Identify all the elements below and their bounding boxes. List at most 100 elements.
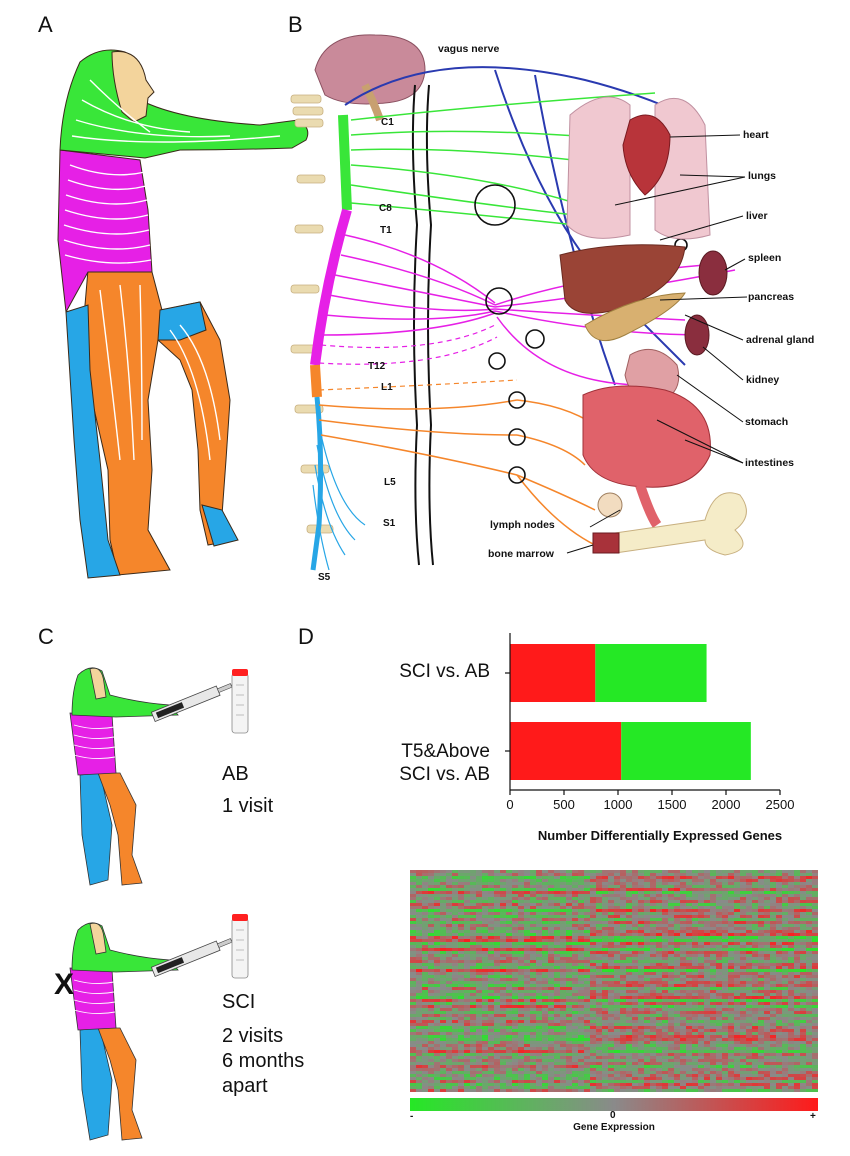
heatmap-cell [710,1005,717,1009]
heatmap-cell [506,1005,513,1009]
heatmap-cell [476,930,483,934]
heatmap-cell [632,921,639,925]
heatmap-cell [596,1047,603,1051]
heatmap-cell [434,888,441,892]
heatmap-cell [464,924,471,928]
heatmap-cell [560,990,567,994]
heatmap-cell [410,987,417,991]
heatmap-cell [698,870,705,874]
heatmap-cell [506,978,513,982]
heatmap-cell [518,1011,525,1015]
heatmap-cell [572,924,579,928]
heatmap-cell [626,936,633,940]
heatmap-cell [632,1080,639,1084]
heatmap-cell [722,966,729,970]
heatmap-cell [434,981,441,985]
heatmap-cell [524,1023,531,1027]
heatmap-cell [752,909,759,913]
heatmap-cell [620,1038,627,1042]
heatmap-cell [416,993,423,997]
heatmap-cell [590,912,597,916]
heatmap-cell [668,942,675,946]
heatmap-cell [536,1083,543,1087]
heatmap-cell [542,927,549,931]
heatmap-cell [656,963,663,967]
heatmap-cell [614,978,621,982]
heatmap-cell [572,951,579,955]
heatmap-cell [410,873,417,877]
heatmap-cell [500,942,507,946]
heatmap-cell [440,870,447,874]
heatmap-cell [800,945,807,949]
heatmap-cell [518,1020,525,1024]
heatmap-cell [656,975,663,979]
heatmap-cell [752,942,759,946]
heatmap-cell [776,900,783,904]
heatmap-cell [746,981,753,985]
heatmap-cell [488,885,495,889]
heatmap-cell [536,948,543,952]
heatmap-cell [584,918,591,922]
heatmap-cell [578,933,585,937]
heatmap-cell [464,981,471,985]
heatmap-cell [608,879,615,883]
heatmap-cell [710,915,717,919]
heatmap-cell [440,996,447,1000]
heatmap-cell [722,921,729,925]
heatmap-cell [716,978,723,982]
heatmap-cell [638,921,645,925]
heatmap-cell [428,1002,435,1006]
heatmap-cell [620,960,627,964]
heatmap-cell [428,1023,435,1027]
heatmap-cell [638,1050,645,1054]
heatmap-cell [518,888,525,892]
heatmap-cell [470,891,477,895]
heatmap-cell [728,1053,735,1057]
heatmap-cell [446,957,453,961]
heatmap-cell [554,924,561,928]
heatmap-cell [596,1074,603,1078]
heatmap-cell [536,1032,543,1036]
heatmap-cell [410,1029,417,1033]
heatmap-cell [428,909,435,913]
heatmap-cell [722,1002,729,1006]
heatmap-cell [434,945,441,949]
heatmap-cell [656,999,663,1003]
heatmap-cell [710,1038,717,1042]
heatmap-cell [512,927,519,931]
heatmap-cell [698,1047,705,1051]
heatmap-cell [578,987,585,991]
heatmap-cell [764,936,771,940]
heatmap-cell [752,993,759,997]
heatmap-cell [782,954,789,958]
heatmap-cell [674,966,681,970]
heatmap-cell [764,954,771,958]
heatmap-cell [644,870,651,874]
heatmap-cell [500,888,507,892]
heatmap-cell [788,903,795,907]
heatmap-cell [710,948,717,952]
heatmap-cell [770,1002,777,1006]
heatmap-cell [536,885,543,889]
heatmap-cell [608,891,615,895]
heatmap-cell [434,873,441,877]
heatmap-cell [506,1065,513,1069]
heatmap-cell [656,870,663,874]
heatmap-cell [656,969,663,973]
heatmap-cell [416,915,423,919]
heatmap-cell [812,1011,818,1015]
heatmap-cell [512,999,519,1003]
heatmap-cell [530,885,537,889]
heatmap-cell [464,963,471,967]
heatmap-cell [470,984,477,988]
heatmap-cell [758,963,765,967]
heatmap-cell [722,897,729,901]
heatmap-cell [758,906,765,910]
heatmap-cell [632,927,639,931]
heatmap-cell [446,921,453,925]
heatmap-cell [590,870,597,874]
heatmap-cell [776,1035,783,1039]
heatmap-cell [524,918,531,922]
heatmap-cell [416,879,423,883]
heatmap-cell [578,1026,585,1030]
